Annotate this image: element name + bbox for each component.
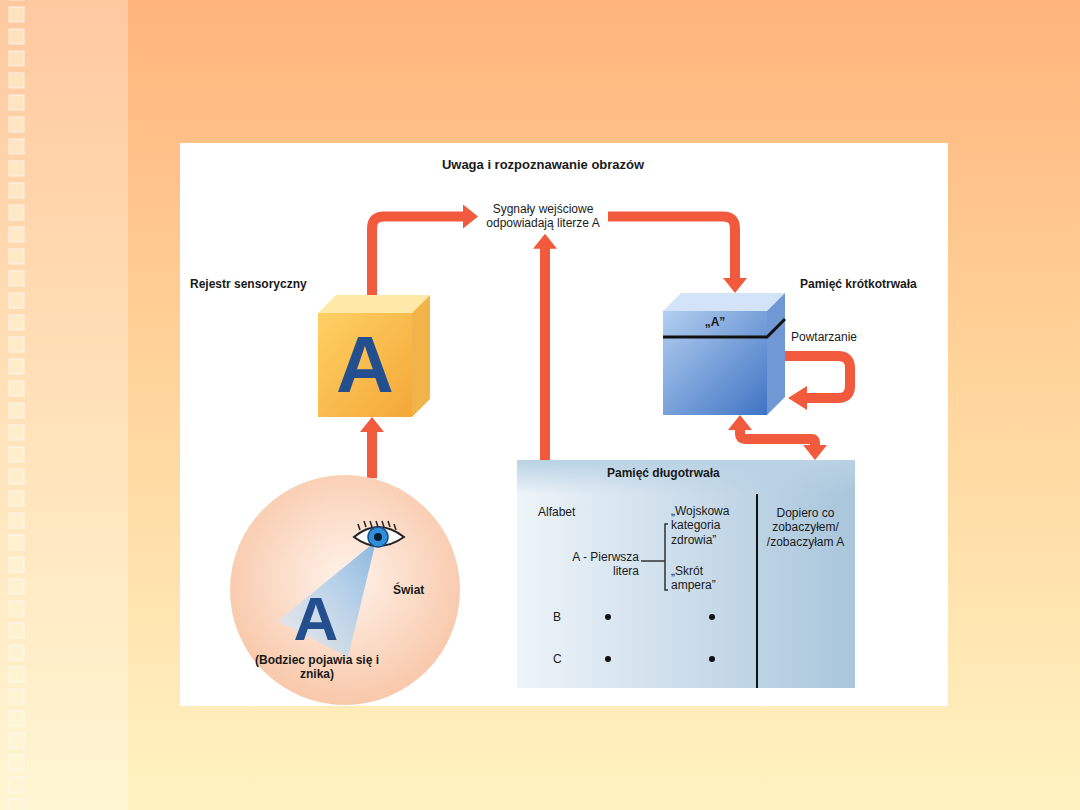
light-beam	[278, 541, 376, 657]
node-text: „Skrót ampera”	[671, 564, 743, 593]
cube-top-face	[663, 293, 785, 311]
world-circle-fill	[230, 475, 460, 705]
arrow-shaft	[540, 248, 550, 460]
node-heading: Pamięć krótkotrwała	[800, 277, 917, 291]
process-label: Powtarzanie	[791, 330, 857, 344]
node-text: B	[553, 610, 561, 624]
column-divider	[756, 494, 758, 688]
list-dot	[605, 656, 611, 662]
flow-arrow	[360, 417, 384, 478]
node-text: Dopiero co zobaczyłem/ /zobaczyłam A	[760, 506, 851, 549]
flow-arrow	[533, 234, 557, 460]
arrowhead	[728, 415, 752, 430]
cube-front-face	[318, 313, 412, 417]
rehearsal-arrowhead	[788, 386, 807, 410]
arrowhead	[723, 278, 747, 293]
eyelash	[376, 521, 378, 527]
cube-front-face	[663, 311, 767, 415]
eyelash	[388, 521, 390, 527]
bracket-line	[641, 560, 665, 562]
arrow-shaft	[740, 429, 815, 446]
list-dot	[605, 614, 611, 620]
node-heading: Rejestr sensoryczny	[190, 277, 307, 291]
bracket-line	[665, 524, 668, 590]
list-dot	[709, 614, 715, 620]
node-text: Alfabet	[538, 505, 575, 519]
rehearsal-loop	[785, 356, 850, 398]
eye-iris	[368, 527, 388, 547]
cube-side-face	[767, 293, 785, 415]
eyelash	[382, 521, 384, 527]
node-text: (Bodziec pojawia się i znika)	[254, 653, 380, 682]
arrow-shaft	[608, 216, 735, 279]
memory-box-top	[517, 460, 855, 494]
diagram-panel	[180, 143, 948, 706]
node-text: „A”	[663, 315, 767, 329]
node-text: A	[318, 313, 412, 417]
memory-box-fill	[517, 460, 855, 688]
square-pattern	[0, 0, 128, 810]
world-circle: Świat A(Bodziec pojawia się i znika)	[230, 475, 460, 705]
arrowhead	[463, 204, 478, 228]
flow-arrow	[608, 216, 747, 293]
node-heading: Świat	[393, 583, 424, 597]
node-shape	[230, 475, 460, 705]
arrow-shaft	[372, 216, 464, 295]
node-heading: Pamięć długotrwała	[607, 466, 720, 480]
eye-outline	[354, 527, 404, 546]
eye-pupil	[374, 533, 382, 541]
flow-arrow	[372, 204, 478, 295]
arrowhead	[360, 417, 384, 432]
node-text: C	[553, 652, 562, 666]
input-signal-node: Sygnały wejściowe odpowiadają literze A	[478, 199, 608, 234]
cube-side-face	[412, 295, 430, 417]
node-text: „Wojskowa kategoria zdrowia”	[671, 504, 753, 547]
list-dot	[709, 656, 715, 662]
node-heading: Sygnały wejściowe odpowiadają literze A	[481, 202, 605, 231]
eyelash	[370, 521, 372, 527]
node-shape	[663, 293, 785, 415]
eyelash	[358, 524, 360, 530]
arrowhead	[533, 234, 557, 249]
flow-arrow	[728, 415, 827, 460]
cube-top-face	[318, 295, 430, 313]
diagram-title: Uwaga i rozpoznawanie obrazów	[370, 157, 716, 173]
node-text: A - Pierwsza litera	[551, 550, 639, 579]
node-text: A	[285, 583, 347, 655]
arrow-shaft	[367, 431, 377, 478]
side-strip	[0, 0, 128, 810]
eyelash	[364, 521, 366, 527]
short-term-memory-cube: Pamięć krótkotrwała„A”	[663, 293, 785, 415]
arrowhead	[803, 445, 827, 460]
sensory-register-cube: Rejestr sensorycznyA	[318, 295, 430, 417]
eyelash	[394, 524, 396, 530]
long-term-memory-box: Pamięć długotrwałaAlfabet A - Pierwsza li…	[517, 460, 855, 688]
